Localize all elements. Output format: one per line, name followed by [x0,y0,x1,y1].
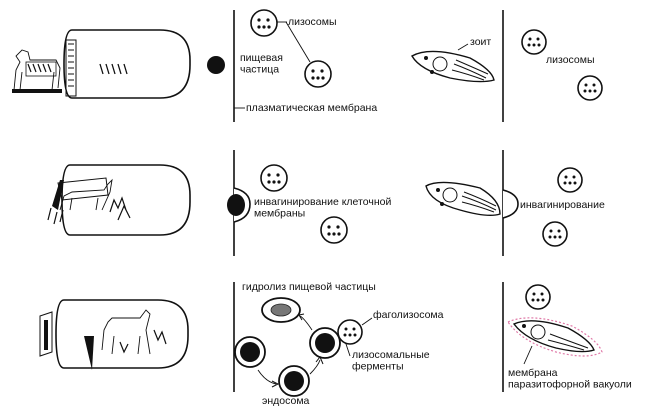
label-plasma-membrane: плазматическая мембрана [246,102,377,114]
arrow-head [298,313,305,321]
arrow-head [271,380,280,388]
label-lysosomes-2: лизосомы [546,54,595,66]
trojan-horse-illustration-2 [47,164,191,236]
lysosome [557,167,583,193]
endosome [278,365,310,397]
lysosome [304,60,332,88]
lysosome [260,164,288,192]
label-zoite: зоит [470,36,491,48]
zoite-parasite-2 [425,181,501,217]
food-particle-engulfed [227,194,245,216]
endosome-fusing [309,327,341,359]
lysosome [525,284,551,310]
lysosome [320,216,348,244]
lysosome-fusing [337,319,363,345]
lysosome [542,221,568,247]
arrow [299,315,313,331]
parasitophorous-vacuole [507,317,603,357]
trojan-horse-illustration-1 [12,29,191,99]
label-endosome: эндосома [262,395,310,407]
lysosome [250,9,278,37]
label-invagination: инвагинирование [520,199,605,211]
label-phagolysosome: фаголизосома [373,309,444,321]
lysosome [577,75,603,101]
zoite-parasite-1 [411,50,495,83]
arrow-head [315,356,324,365]
arrow [257,369,277,385]
label-lysosomes-1: лизосомы [288,16,337,28]
endosome [234,336,266,368]
phagolysosome-hydrolysis [261,297,301,323]
food-particle [207,56,225,74]
label-hydrolysis: гидролиз пищевой частицы [242,281,376,293]
lysosome [521,29,547,55]
trojan-horse-illustration-3 [39,299,189,370]
arrow [309,359,321,375]
